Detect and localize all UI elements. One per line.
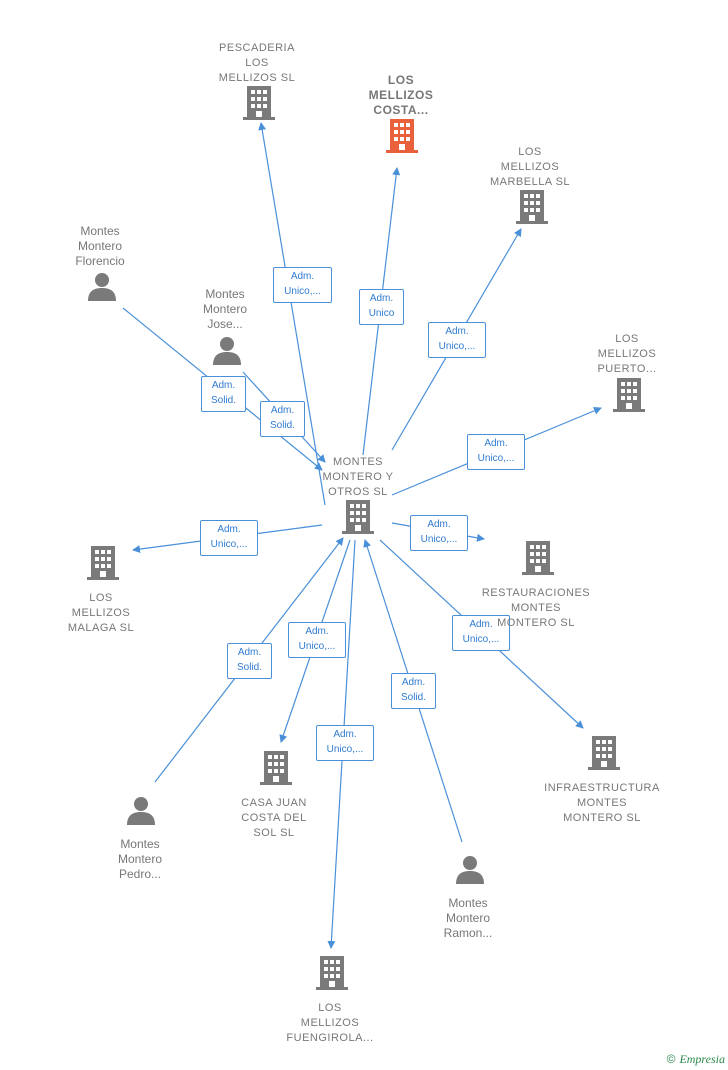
building-icon-malaga[interactable] [87,546,119,580]
node-label-center[interactable]: MONTES MONTERO Y OTROS SL [322,456,394,498]
node-label-jose[interactable]: Montes Montero Jose... [202,287,248,331]
node-label-malaga[interactable]: LOS MELLIZOS MALAGA SL [67,592,135,634]
edge-label-ramon[interactable]: Adm. Solid. [391,673,436,709]
building-icon-puerto[interactable] [613,378,645,412]
edge-label-florencio[interactable]: Adm. Solid. [201,376,246,412]
edge-label-infraestructura[interactable]: Adm. Unico,... [452,615,510,651]
edge-label-malaga[interactable]: Adm. Unico,... [200,520,258,556]
building-icon-center[interactable] [342,500,374,534]
edge-label-fuengirola[interactable]: Adm. Unico,... [316,725,374,761]
building-icon-pescaderia[interactable] [243,86,275,120]
edges-layer [122,122,602,949]
node-label-florencio[interactable]: Montes Montero Florencio [75,224,125,268]
node-label-pescaderia[interactable]: PESCADERIA LOS MELLIZOS SL [218,42,296,84]
building-icon-marbella[interactable] [516,190,548,224]
node-label-infraestructura[interactable]: INFRAESTRUCTURA MONTES MONTERO SL [544,782,660,824]
building-icon-costa[interactable] [386,119,418,153]
brand-name: Empresia [679,1052,725,1066]
building-icon-casajuan[interactable] [260,751,292,785]
copyright-symbol: © [666,1052,676,1066]
node-label-costa[interactable]: LOS MELLIZOS COSTA... [368,73,434,117]
edge-label-costa[interactable]: Adm. Unico [359,289,404,325]
footer-brand[interactable]: ©Empresia [667,1052,725,1067]
node-label-ramon[interactable]: Montes Montero Ramon... [443,896,493,940]
node-label-fuengirola[interactable]: LOS MELLIZOS FUENGIROLA... [286,1002,374,1044]
edge-label-restauraciones[interactable]: Adm. Unico,... [410,515,468,551]
node-label-marbella[interactable]: LOS MELLIZOS MARBELLA SL [489,146,571,188]
building-icon-restauraciones[interactable] [522,541,554,575]
person-icon-pedro[interactable] [127,797,155,825]
edge-pescaderia [258,122,326,506]
person-icon-florencio[interactable] [88,273,116,301]
node-label-casajuan[interactable]: CASA JUAN COSTA DEL SOL SL [241,797,307,839]
edge-label-puerto[interactable]: Adm. Unico,... [467,434,525,470]
edge-label-pedro[interactable]: Adm. Solid. [227,643,272,679]
edge-label-casajuan[interactable]: Adm. Unico,... [288,622,346,658]
edge-label-marbella[interactable]: Adm. Unico,... [428,322,486,358]
node-label-pedro[interactable]: Montes Montero Pedro... [117,837,163,881]
person-icon-jose[interactable] [213,337,241,365]
node-label-restauraciones[interactable]: RESTAURACIONES MONTES MONTERO SL [481,587,591,629]
edge-label-pescaderia[interactable]: Adm. Unico,... [273,267,332,303]
edge-label-jose[interactable]: Adm. Solid. [260,401,305,437]
building-icon-infraestructura[interactable] [588,736,620,770]
building-icon-fuengirola[interactable] [316,956,348,990]
node-label-puerto[interactable]: LOS MELLIZOS PUERTO... [597,333,657,375]
person-icon-ramon[interactable] [456,856,484,884]
nodes-layer [87,86,645,990]
